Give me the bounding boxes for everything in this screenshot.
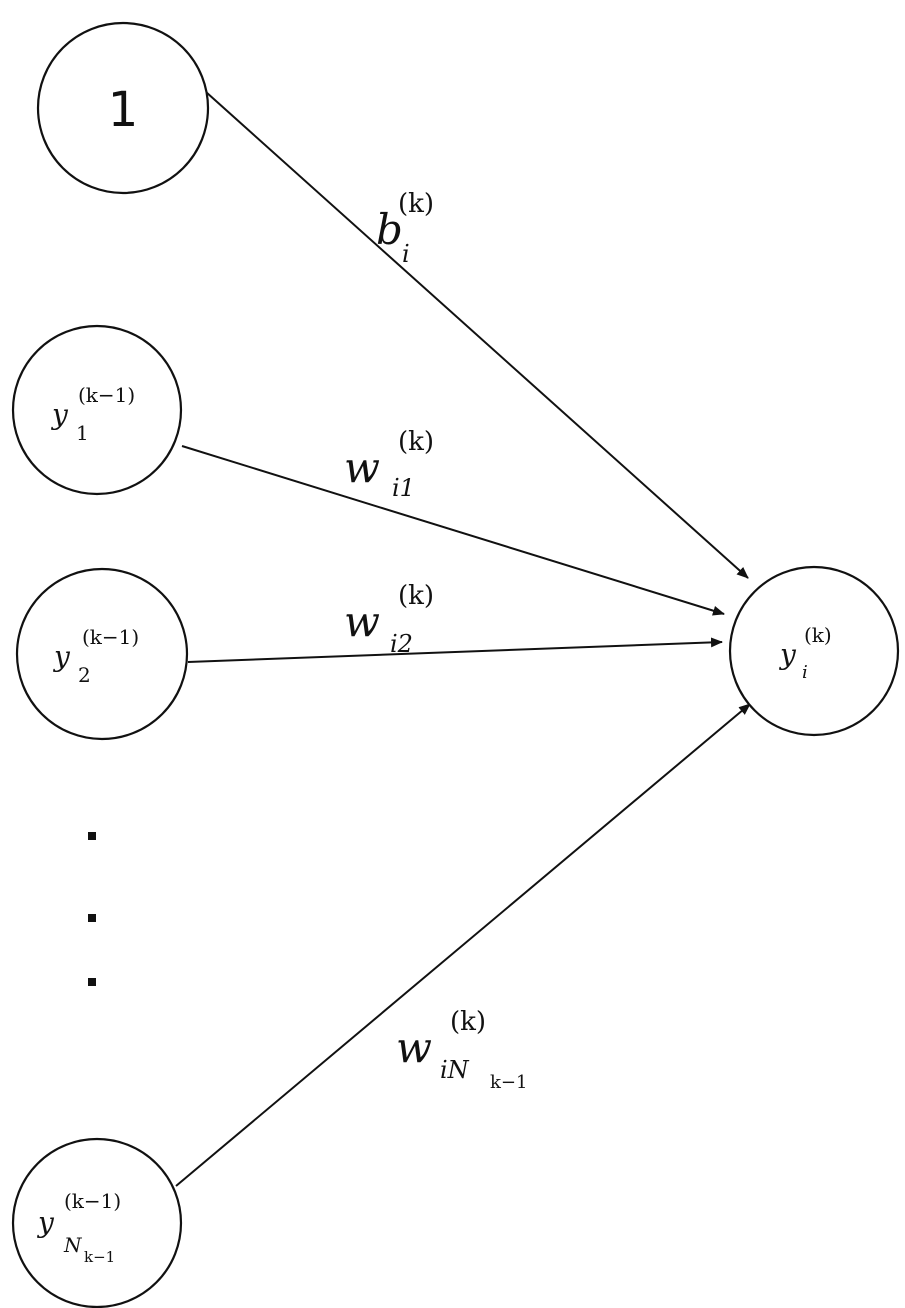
- input-1-node: y (k−1) 1: [11, 324, 183, 496]
- output-base: y: [778, 638, 797, 671]
- w2-sub: i2: [390, 630, 413, 658]
- w1-label: w (k) i1: [344, 427, 434, 502]
- svg-text:y(k−1)2: y (k−1) 2: [52, 625, 139, 687]
- output-node: y (k) i: [728, 565, 900, 737]
- input-2-node: y (k−1) 2: [15, 567, 189, 741]
- bias-edge: [205, 91, 749, 579]
- wn-sup: (k): [450, 1007, 486, 1037]
- input-n-sup: (k−1): [64, 1189, 121, 1213]
- output-sup: (k): [804, 623, 832, 647]
- w2-base: w: [344, 597, 380, 646]
- bias-node-label: 1: [108, 82, 139, 138]
- input-1-sub: 1: [76, 421, 89, 445]
- wn-base: w: [396, 1023, 432, 1072]
- bias-node: 1: [36, 21, 210, 195]
- input-2-base: y: [52, 640, 71, 673]
- input-1-base: y: [50, 398, 69, 431]
- ellipsis-dot: [88, 914, 96, 922]
- svg-text:y(k−1)1: y (k−1) 1: [50, 383, 135, 445]
- wn-sub: iN: [440, 1056, 470, 1084]
- bias-weight-sub: i: [402, 240, 410, 268]
- bias-weight-label: b(k) i: [376, 189, 434, 268]
- svg-text:b(k)i: b(k) i: [376, 189, 434, 268]
- input-2-sup: (k−1): [82, 625, 139, 649]
- input-n-edge: [175, 703, 751, 1187]
- w1-sup: (k): [398, 427, 434, 457]
- w2-label: w (k) i2: [344, 581, 434, 658]
- bias-weight-sup: (k): [398, 189, 434, 219]
- ellipsis-dot: [88, 832, 96, 840]
- wn-label: w (k) iN k−1: [396, 1007, 527, 1093]
- w1-sub: i1: [392, 474, 415, 502]
- w1-base: w: [344, 443, 380, 492]
- input-1-edge: [181, 445, 725, 616]
- input-n-base: y: [36, 1206, 55, 1239]
- output-sub: i: [802, 662, 808, 683]
- w2-sup: (k): [398, 581, 434, 611]
- bias-weight-base: b: [376, 205, 403, 254]
- wn-subsub: k−1: [490, 1072, 527, 1093]
- input-n-sub: N: [63, 1233, 83, 1257]
- svg-text:w(k)i1: w (k) i1: [344, 427, 434, 502]
- input-2-edge: [187, 637, 723, 663]
- ellipsis-dot: [88, 978, 96, 986]
- input-2-sub: 2: [78, 663, 91, 687]
- svg-text:y(k−1)Nk−1: y (k−1) Nk−1: [36, 1189, 121, 1266]
- svg-text:y(k)i: y (k) i: [778, 623, 832, 683]
- input-1-sup: (k−1): [78, 383, 135, 407]
- svg-text:w(k)iNk−1: w (k) iN k−1: [396, 1007, 527, 1093]
- vertical-ellipsis: [88, 832, 96, 986]
- svg-text:w(k)i2: w (k) i2: [344, 581, 434, 658]
- input-n-subsub: k−1: [84, 1248, 115, 1266]
